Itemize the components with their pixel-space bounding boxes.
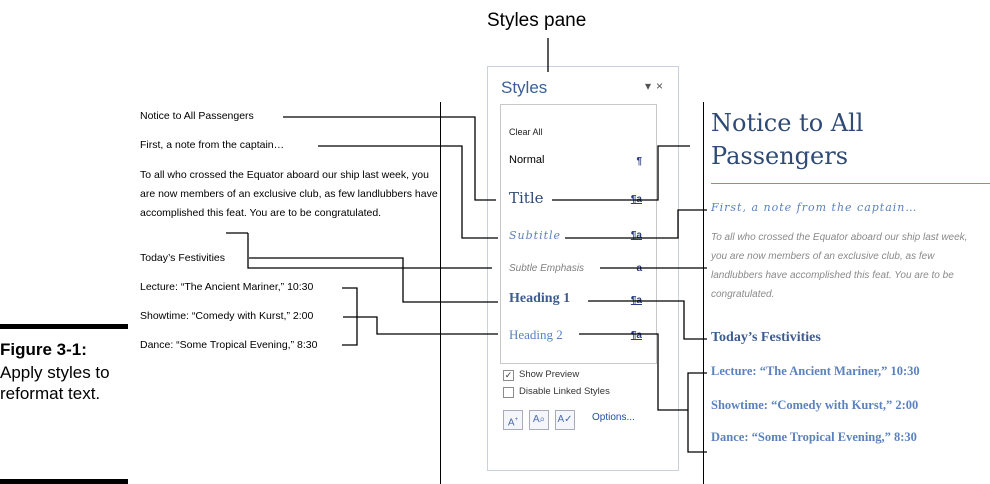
left-title-text: Notice to All Passengers (140, 110, 254, 122)
leader-left-subtitle (318, 145, 498, 239)
left-body-text: To all who crossed the Equator aboard ou… (140, 169, 438, 219)
paragraph-style-icon: ¶ (636, 156, 642, 167)
style-clear-all[interactable]: Clear All (509, 127, 543, 137)
disable-linked-styles-label: Disable Linked Styles (519, 386, 610, 397)
leader-right-events (687, 372, 707, 453)
show-preview-label: Show Preview (519, 369, 580, 380)
right-body-text: To all who crossed the Equator aboard ou… (711, 232, 968, 300)
pane-menu-icon[interactable]: ▾ (644, 79, 656, 93)
style-title[interactable]: Title (509, 189, 544, 207)
leader-left-body-to-style (247, 233, 492, 269)
leader-right-subtitle (565, 209, 707, 239)
figure-caption: Apply styles to reformat text. (0, 363, 110, 403)
leader-right-title (552, 145, 690, 201)
left-event-lecture: Lecture: “The Ancient Mariner,” 10:30 (140, 281, 314, 293)
right-title-text: Notice to All Passengers (711, 109, 864, 170)
caption-rule-bottom (0, 479, 128, 484)
disable-linked-styles-checkbox[interactable] (503, 387, 514, 398)
leader-left-heading1 (249, 257, 498, 303)
style-normal[interactable]: Normal (509, 154, 545, 166)
pane-controls[interactable]: ▾× (645, 79, 668, 93)
right-event-lecture: Lecture: “The Ancient Mariner,” 10:30 (711, 364, 920, 378)
new-style-icon[interactable]: A+ (503, 410, 523, 430)
right-page-edge (703, 102, 704, 484)
right-event-dance: Dance: “Some Tropical Evening,” 8:30 (711, 430, 917, 444)
leader-right-heading2 (579, 333, 688, 411)
left-heading1-text: Today’s Festivities (140, 252, 226, 264)
options-link[interactable]: Options... (592, 412, 635, 423)
left-subtitle-text: First, a note from the captain… (140, 139, 285, 151)
left-event-showtime: Showtime: “Comedy with Kurst,” 2:00 (140, 310, 314, 322)
left-event-dance: Dance: “Some Tropical Evening,” 8:30 (140, 339, 318, 351)
left-page-edge (440, 102, 441, 484)
leader-right-heading1 (588, 300, 707, 340)
style-inspector-icon[interactable]: A⌕ (529, 410, 549, 430)
manage-styles-icon[interactable]: A✓ (555, 410, 575, 430)
right-heading1-text: Today’s Festivities (711, 330, 821, 345)
styles-pane-callout: Styles pane (487, 10, 587, 31)
caption-rule-top (0, 324, 128, 329)
right-event-showtime: Showtime: “Comedy with Kurst,” 2:00 (711, 398, 919, 412)
show-preview-checkbox[interactable]: ✓ (503, 370, 514, 381)
style-heading-2[interactable]: Heading 2 (509, 327, 563, 342)
title-underline (711, 183, 990, 184)
linked-style-icon: ¶a (630, 330, 642, 341)
leader-left-title (283, 116, 496, 201)
leader-left-events-2 (343, 316, 498, 335)
styles-pane-title: Styles (501, 78, 548, 97)
right-subtitle-text: First, a note from the captain… (711, 201, 918, 214)
close-icon[interactable]: × (655, 79, 668, 93)
linked-style-icon: ¶a (630, 230, 642, 241)
styles-list: Clear All Normal ¶ Title ¶a Subtitle ¶a … (500, 104, 657, 364)
figure-label: Figure 3-1: (0, 340, 87, 359)
style-heading-1[interactable]: Heading 1 (509, 291, 571, 306)
style-subtle-emphasis[interactable]: Subtle Emphasis (509, 263, 585, 274)
style-subtitle[interactable]: Subtitle (509, 229, 562, 242)
